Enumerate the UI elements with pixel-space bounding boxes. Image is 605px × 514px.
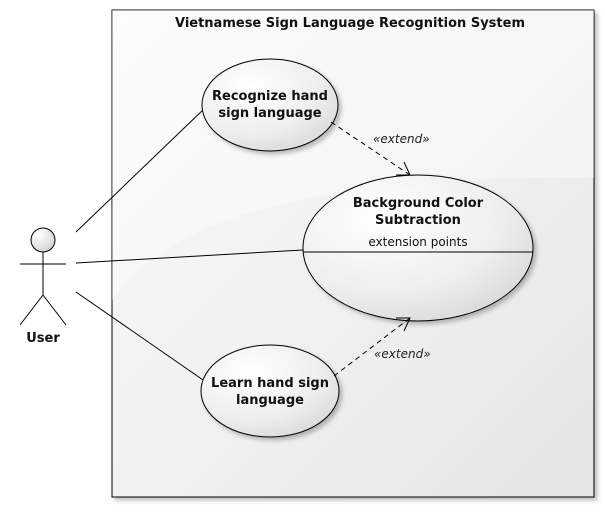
- usecase-learn-line1: Learn hand sign: [211, 376, 329, 391]
- system-title: Vietnamese Sign Language Recognition Sys…: [175, 16, 525, 31]
- actor-right-leg: [43, 295, 66, 325]
- usecase-recognize-line1: Recognize hand: [212, 89, 328, 104]
- extend-label-bottom: «extend»: [374, 347, 431, 361]
- usecase-recognize-hand-sign-language[interactable]: [202, 59, 338, 151]
- actor-head: [31, 228, 55, 252]
- usecase-background-line1: Background Color: [353, 196, 484, 211]
- extend-label-top: «extend»: [373, 132, 430, 146]
- actor-user[interactable]: [20, 228, 66, 325]
- usecase-learn-line2: language: [236, 393, 304, 408]
- extension-points-label: extension points: [368, 235, 467, 249]
- actor-left-leg: [20, 295, 43, 325]
- usecase-recognize-line2: sign language: [218, 106, 321, 121]
- actor-label: User: [26, 331, 60, 346]
- usecase-background-line2: Subtraction: [375, 213, 461, 228]
- usecase-learn-hand-sign-language[interactable]: [201, 345, 339, 437]
